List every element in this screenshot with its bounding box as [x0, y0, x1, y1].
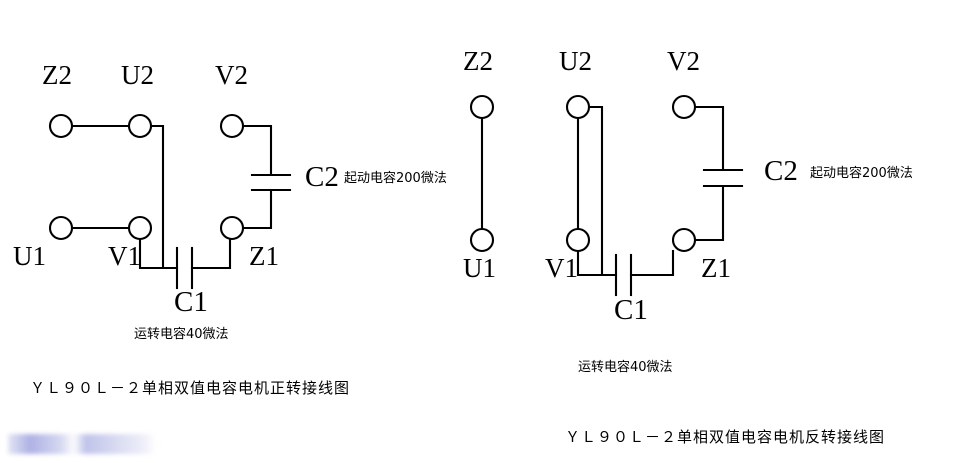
wire-v1-to-c1 — [576, 249, 618, 277]
forward-schematic-svg — [48, 113, 292, 290]
wire-v2-to-c2 — [693, 105, 725, 172]
wire-c1-to-z1 — [190, 236, 232, 270]
label-v1: V1 — [545, 253, 578, 283]
label-c2: C2 — [305, 161, 339, 193]
terminal-z2 — [469, 94, 495, 120]
blurred-watermark — [8, 434, 156, 454]
label-c2: C2 — [764, 155, 798, 187]
label-u2: U2 — [559, 46, 592, 76]
label-z2: Z2 — [463, 46, 493, 76]
label-v2: V2 — [667, 46, 700, 76]
note-c2: 起动电容200微法 — [810, 166, 913, 181]
reverse-schematic-svg — [469, 94, 744, 297]
label-u2: U2 — [121, 60, 154, 90]
wire-v2-to-c2 — [241, 124, 273, 177]
terminal-v1 — [127, 215, 153, 241]
terminal-z1 — [671, 227, 697, 253]
label-u1: U1 — [13, 241, 46, 271]
terminal-u1 — [48, 215, 74, 241]
terminal-u2 — [127, 113, 153, 139]
wire-v1-to-c1 — [138, 236, 179, 270]
terminal-v2 — [219, 113, 245, 139]
terminal-v2 — [671, 94, 697, 120]
terminal-z2 — [48, 113, 74, 139]
label-v1: V1 — [108, 241, 141, 271]
caption-reverse: ＹＬ９０Ｌ－２单相双值电容电机反转接线图 — [565, 428, 886, 446]
note-c2: 起动电容200微法 — [344, 171, 447, 186]
label-z2: Z2 — [42, 60, 72, 90]
wire-u2-to-c1 — [148, 124, 165, 270]
terminal-z1 — [219, 215, 245, 241]
wiring-diagram-forward: Z2 U2 V2 U1 V1 Z1 C1 运转电容40微法 C2 起动电容200… — [13, 60, 447, 397]
note-c1: 运转电容40微法 — [578, 360, 673, 375]
wire-c2-to-z1 — [241, 188, 273, 230]
label-c1: C1 — [614, 294, 648, 326]
label-z1: Z1 — [701, 253, 731, 283]
wiring-diagram-reverse: Z2 U2 V2 U1 V1 Z1 C1 运转电容40微法 C2 起动电容200… — [463, 0, 954, 463]
terminal-u1 — [469, 227, 495, 253]
label-u1: U1 — [463, 253, 496, 283]
wire-c2-to-z1 — [693, 184, 725, 242]
terminal-v1 — [565, 227, 591, 253]
label-c1: C1 — [174, 286, 208, 318]
label-v2: V2 — [215, 60, 248, 90]
note-c1: 运转电容40微法 — [134, 327, 229, 342]
terminal-u2 — [565, 94, 591, 120]
wire-u2-to-c1 — [587, 105, 604, 277]
caption-forward: ＹＬ９０Ｌ－２单相双值电容电机正转接线图 — [30, 379, 351, 397]
label-z1: Z1 — [249, 241, 279, 271]
wire-c1-to-z1 — [629, 249, 675, 277]
